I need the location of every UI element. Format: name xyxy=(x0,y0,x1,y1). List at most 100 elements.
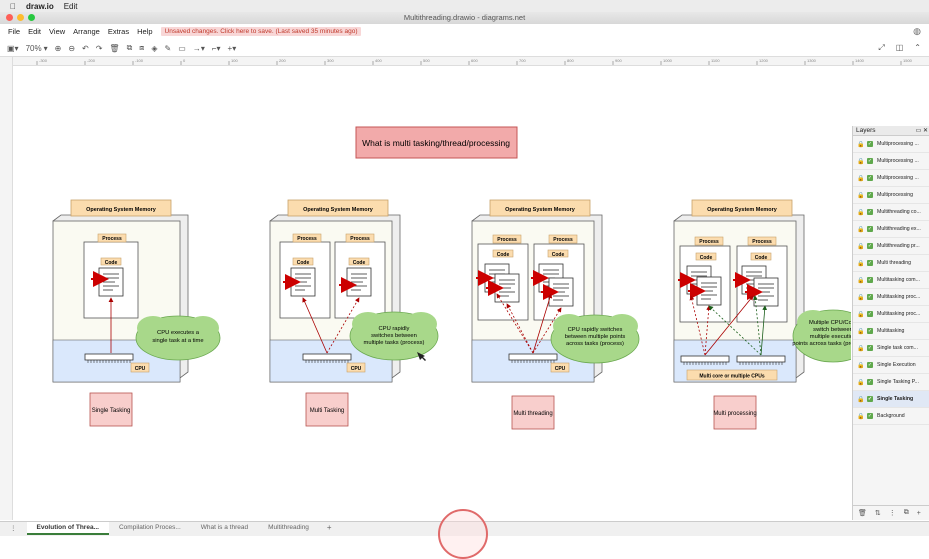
lock-icon[interactable]: 🔒 xyxy=(857,311,865,318)
zoom-dropdown-icon[interactable]: ▾ xyxy=(43,43,48,53)
unsaved-changes-link[interactable]: Unsaved changes. Click here to save. (La… xyxy=(160,26,362,36)
lock-icon[interactable]: 🔒 xyxy=(857,209,865,216)
tab-evolution-of-threads[interactable]: Evolution of Threa... xyxy=(26,522,109,535)
panel-multi-processing[interactable]: Operating System Memory Process Process … xyxy=(673,199,851,430)
lock-icon[interactable]: 🔒 xyxy=(857,345,865,352)
panel-multi-threading[interactable]: Operating System Memory Process Process … xyxy=(471,199,640,430)
visibility-checkbox[interactable]: ✓ xyxy=(867,192,873,198)
menu-arrange[interactable]: Arrange xyxy=(73,26,100,36)
to-front-icon[interactable]: ⧉ xyxy=(126,43,133,52)
layer-row[interactable]: 🔒✓Single Execution xyxy=(853,357,929,374)
fill-color-icon[interactable]: ◈ xyxy=(151,43,158,53)
redo-icon[interactable]: ↷ xyxy=(95,43,103,53)
recording-overlay-button[interactable] xyxy=(438,509,488,559)
visibility-checkbox[interactable]: ✓ xyxy=(867,158,873,164)
menu-extras[interactable]: Extras xyxy=(107,26,130,36)
line-color-icon[interactable]: ✎ xyxy=(164,43,172,53)
diagram-title-box[interactable]: What is multi tasking/thread/processing xyxy=(355,126,518,159)
delete-icon[interactable]: 🗑 xyxy=(109,43,120,53)
page-menu-icon[interactable]: ⋮ xyxy=(10,525,17,532)
lock-icon[interactable]: 🔒 xyxy=(857,396,865,403)
layer-row[interactable]: 🔒✓Multithreading ex... xyxy=(853,221,929,238)
apple-icon[interactable]:  xyxy=(10,2,16,11)
diagram-canvas[interactable]: What is multi tasking/thread/processing … xyxy=(13,66,851,520)
close-window-icon[interactable] xyxy=(6,14,13,21)
lock-icon[interactable]: 🔒 xyxy=(857,260,865,267)
lock-icon[interactable]: 🔒 xyxy=(857,141,865,148)
collapse-icon[interactable]: ⌃ xyxy=(914,43,921,52)
layer-row[interactable]: 🔒✓Background xyxy=(853,408,929,425)
move-layer-icon[interactable]: ⇅ xyxy=(874,510,881,517)
split-panel-icon[interactable]: ◫ xyxy=(895,43,904,52)
layer-row[interactable]: 🔒✓Multi threading xyxy=(853,255,929,272)
zoom-window-icon[interactable] xyxy=(28,14,35,21)
globe-icon[interactable]: ◍ xyxy=(913,26,921,36)
zoom-out-icon[interactable]: ⊖ xyxy=(68,43,76,53)
layer-row[interactable]: 🔒✓Single Tasking xyxy=(853,391,929,408)
lock-icon[interactable]: 🔒 xyxy=(857,413,865,420)
format-panel-icon[interactable]: ▣▾ xyxy=(7,43,19,53)
shadow-icon[interactable]: ▭ xyxy=(178,43,186,53)
lock-icon[interactable]: 🔒 xyxy=(857,243,865,250)
visibility-checkbox[interactable]: ✓ xyxy=(867,413,873,419)
add-layer-icon[interactable]: + xyxy=(916,509,921,517)
layer-row[interactable]: 🔒✓Multiprocessing ... xyxy=(853,136,929,153)
lock-icon[interactable]: 🔒 xyxy=(857,328,865,335)
lock-icon[interactable]: 🔒 xyxy=(857,277,865,284)
layer-row[interactable]: 🔒✓Multitasking proc... xyxy=(853,306,929,323)
layer-row[interactable]: 🔒✓Multitasking com... xyxy=(853,272,929,289)
layer-menu-icon[interactable]: ⋮ xyxy=(888,510,896,517)
undo-icon[interactable]: ↶ xyxy=(82,43,89,53)
visibility-checkbox[interactable]: ✓ xyxy=(867,396,873,402)
layer-row[interactable]: 🔒✓Multiprocessing xyxy=(853,187,929,204)
tab-what-is-a-thread[interactable]: What is a thread xyxy=(200,524,249,531)
layer-row[interactable]: 🔒✓Single task com... xyxy=(853,340,929,357)
to-back-icon[interactable]: ⧈ xyxy=(139,43,145,52)
layer-row[interactable]: 🔒✓Multitasking proc... xyxy=(853,289,929,306)
waypoints-icon[interactable]: ⌐▾ xyxy=(211,43,221,53)
layer-row[interactable]: 🔒✓Multithreading pr... xyxy=(853,238,929,255)
layer-row[interactable]: 🔒✓Multiprocessing ... xyxy=(853,170,929,187)
panel-single-tasking[interactable]: Operating System Memory Process Code CPU… xyxy=(52,199,221,427)
visibility-checkbox[interactable]: ✓ xyxy=(867,141,873,147)
edit-menu[interactable]: Edit xyxy=(57,1,78,11)
lock-icon[interactable]: 🔒 xyxy=(857,158,865,165)
lock-icon[interactable]: 🔒 xyxy=(857,192,865,199)
visibility-checkbox[interactable]: ✓ xyxy=(867,345,873,351)
zoom-select[interactable]: 70% xyxy=(25,43,42,53)
visibility-checkbox[interactable]: ✓ xyxy=(867,294,873,300)
visibility-checkbox[interactable]: ✓ xyxy=(867,311,873,317)
menu-file[interactable]: File xyxy=(8,26,21,36)
delete-layer-icon[interactable]: 🗑 xyxy=(858,510,867,517)
lock-icon[interactable]: 🔒 xyxy=(857,175,865,182)
zoom-in-icon[interactable]: ⊕ xyxy=(54,43,62,53)
visibility-checkbox[interactable]: ✓ xyxy=(867,243,873,249)
lock-icon[interactable]: 🔒 xyxy=(857,362,865,369)
visibility-checkbox[interactable]: ✓ xyxy=(867,226,873,232)
visibility-checkbox[interactable]: ✓ xyxy=(867,209,873,215)
visibility-checkbox[interactable]: ✓ xyxy=(867,277,873,283)
layer-row[interactable]: 🔒✓Multiprocessing ... xyxy=(853,153,929,170)
tab-compilation-process[interactable]: Compilation Proces... xyxy=(118,524,181,531)
layer-row[interactable]: 🔒✓Multithreading co... xyxy=(853,204,929,221)
app-menu[interactable]: draw.io xyxy=(20,1,54,11)
layer-row[interactable]: 🔒✓Multitasking xyxy=(853,323,929,340)
duplicate-layer-icon[interactable]: ⧉ xyxy=(903,509,909,516)
layers-window-controls[interactable]: ▭ ✕ xyxy=(915,128,928,134)
layer-row[interactable]: 🔒✓Single Tasking P... xyxy=(853,374,929,391)
minimize-window-icon[interactable] xyxy=(17,14,24,21)
menu-help[interactable]: Help xyxy=(137,26,153,36)
visibility-checkbox[interactable]: ✓ xyxy=(867,260,873,266)
fullscreen-icon[interactable]: ⤢ xyxy=(878,43,885,52)
visibility-checkbox[interactable]: ✓ xyxy=(867,175,873,181)
panel-multi-tasking[interactable]: Operating System Memory Process Process … xyxy=(269,199,439,427)
visibility-checkbox[interactable]: ✓ xyxy=(867,362,873,368)
lock-icon[interactable]: 🔒 xyxy=(857,226,865,233)
connection-icon[interactable]: →▾ xyxy=(192,43,205,53)
insert-icon[interactable]: +▾ xyxy=(227,43,237,53)
menu-view[interactable]: View xyxy=(49,26,66,36)
menu-edit[interactable]: Edit xyxy=(28,26,42,36)
lock-icon[interactable]: 🔒 xyxy=(857,379,865,386)
lock-icon[interactable]: 🔒 xyxy=(857,294,865,301)
visibility-checkbox[interactable]: ✓ xyxy=(867,379,873,385)
